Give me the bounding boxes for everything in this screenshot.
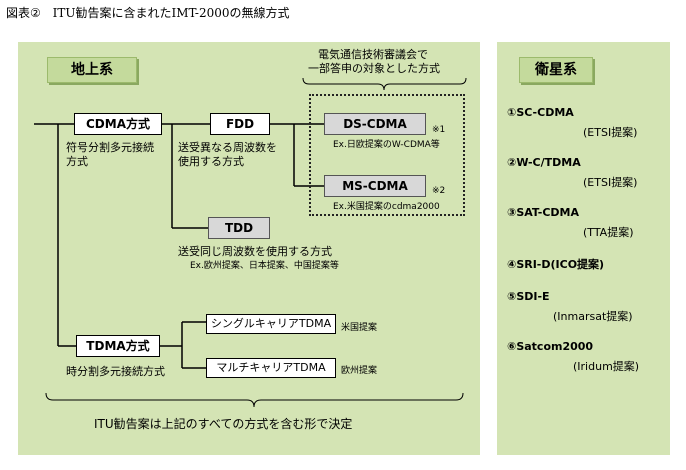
- figure-number: 図表②: [6, 6, 41, 20]
- council-note-line1: 電気通信技術審議会で: [318, 48, 428, 61]
- satellite-tag: 衛星系: [519, 57, 593, 83]
- single-carrier-note: 米国提案: [341, 323, 378, 333]
- council-dashed-frame: [309, 94, 465, 216]
- satellite-panel: [497, 42, 670, 455]
- terrestrial-tag: 地上系: [47, 57, 137, 83]
- sat-item-proposer: (ETSI提案): [583, 176, 638, 189]
- cdma-box: CDMA方式: [74, 113, 162, 135]
- fdd-desc-line2: 使用する方式: [178, 155, 244, 168]
- ms-cdma-mark: ※2: [432, 186, 446, 196]
- terrestrial-panel: [18, 42, 480, 455]
- multi-carrier-tdma-box: マルチキャリアTDMA: [206, 358, 336, 378]
- tdd-example: Ex.欧州提案、日本提案、中国提案等: [190, 261, 339, 271]
- sat-item-proposer: (Inmarsat提案): [553, 310, 633, 323]
- tdma-desc: 時分割多元接続方式: [66, 365, 165, 378]
- sat-item-name: ⑥Satcom2000: [507, 340, 594, 353]
- figure-title-text: ITU勧告案に含まれたIMT-2000の無線方式: [52, 6, 290, 20]
- ms-cdma-example: Ex.米国提案のcdma2000: [333, 202, 440, 212]
- ms-cdma-box: MS-CDMA: [324, 175, 426, 197]
- footer-conclusion: ITU勧告案は上記のすべての方式を含む形で決定: [94, 417, 353, 431]
- sat-item-proposer: (TTA提案): [583, 226, 634, 239]
- council-note-line2: 一部答申の対象とした方式: [308, 62, 440, 75]
- ds-cdma-example: Ex.日欧提案のW-CDMA等: [333, 140, 440, 150]
- tdma-box: TDMA方式: [76, 335, 160, 357]
- sat-item-name: ③SAT-CDMA: [507, 206, 580, 219]
- cdma-desc-line2: 方式: [66, 155, 88, 168]
- fdd-box: FDD: [210, 113, 270, 135]
- single-carrier-tdma-box: シングルキャリアTDMA: [206, 314, 336, 334]
- tdd-desc: 送受同じ周波数を使用する方式: [178, 245, 332, 258]
- ds-cdma-mark: ※1: [432, 125, 446, 135]
- sat-item-proposer: (ETSI提案): [583, 126, 638, 139]
- cdma-desc-line1: 符号分割多元接続: [66, 141, 154, 154]
- sat-item-name: ②W-C/TDMA: [507, 156, 581, 169]
- figure-title: 図表② ITU勧告案に含まれたIMT-2000の無線方式: [6, 4, 290, 21]
- sat-item-proposer: (Iridum提案): [573, 360, 640, 373]
- sat-item-name: ⑤SDI-E: [507, 290, 550, 303]
- sat-item-name: ④SRI-D(ICO提案): [507, 258, 605, 271]
- tdd-box: TDD: [208, 217, 270, 239]
- fdd-desc-line1: 送受異なる周波数を: [178, 141, 277, 154]
- multi-carrier-note: 欧州提案: [341, 366, 378, 376]
- sat-item-name: ①SC-CDMA: [507, 106, 574, 119]
- ds-cdma-box: DS-CDMA: [324, 113, 426, 135]
